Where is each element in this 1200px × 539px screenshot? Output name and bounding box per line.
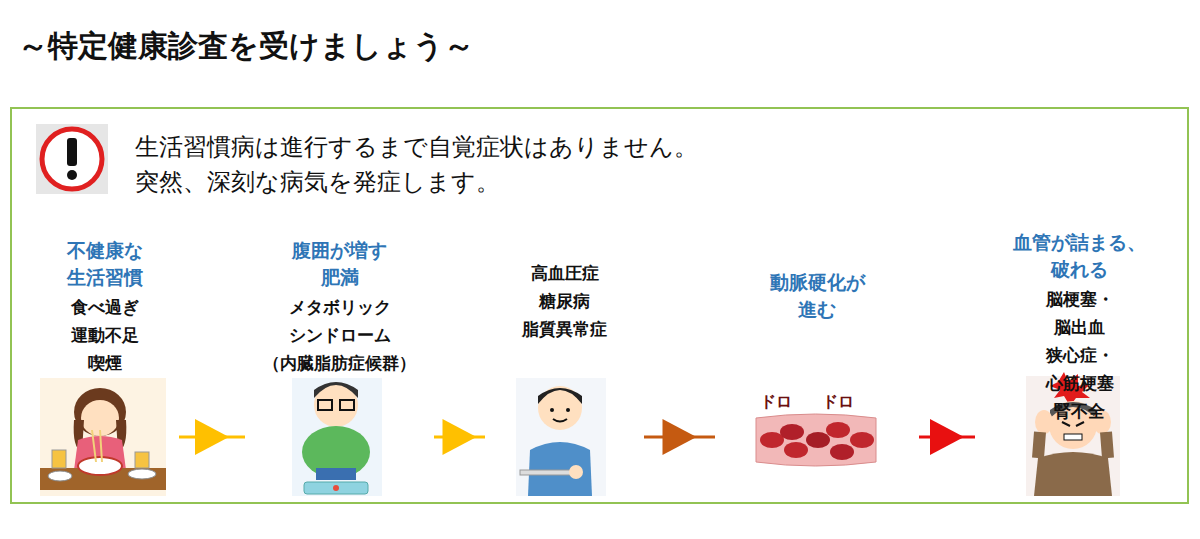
stage-column: 血管が詰まる、 破れる脳梗塞・脳出血 狭心症・心筋梗塞 腎不全 bbox=[977, 227, 1182, 499]
flow-arrow bbox=[919, 419, 975, 455]
page-title: ～特定健康診査を受けましょう～ bbox=[18, 26, 474, 67]
vessel-label: ドロ bbox=[822, 392, 854, 413]
blood-vessel-figure bbox=[756, 414, 876, 466]
outer-panel: 生活習慣病は進行するまで自覚症状はありません。突然、深刻な病気を発症します。不健… bbox=[10, 107, 1189, 504]
eating-figure bbox=[40, 378, 166, 496]
flow-arrow bbox=[644, 419, 715, 455]
flow-arrow bbox=[434, 419, 485, 455]
arrow-head bbox=[195, 419, 229, 455]
stage-heading: 血管が詰まる、 破れる bbox=[1013, 229, 1146, 283]
stage-heading: 腹囲が増す 肥満 bbox=[292, 237, 387, 291]
warning-text: 突然、深刻な病気を発症します。 bbox=[135, 166, 500, 198]
man-figure bbox=[516, 378, 606, 496]
stage-column: 不健康な 生活習慣食べ過ぎ 運動不足 喫煙 bbox=[32, 227, 177, 499]
vessel-label: ドロ bbox=[760, 392, 792, 413]
stage-heading: 不健康な 生活習慣 bbox=[67, 237, 143, 291]
stage-heading: 動脈硬化が 進む bbox=[770, 269, 865, 323]
stage-column: 腹囲が増す 肥満メタボリック シンドローム （内臓脂肪症候群） bbox=[247, 227, 432, 499]
flow-arrow bbox=[179, 419, 245, 455]
warning-icon bbox=[36, 124, 108, 194]
stage-body: 高血圧症 糖尿病 脂質異常症 bbox=[522, 259, 607, 343]
arrow-head bbox=[663, 419, 697, 455]
arrow-head bbox=[930, 419, 964, 455]
stage-body: メタボリック シンドローム （内臓脂肪症候群） bbox=[263, 293, 416, 377]
stage-column: 動脈硬化が 進む bbox=[717, 227, 917, 499]
stage-body: 脳梗塞・脳出血 狭心症・心筋梗塞 腎不全 bbox=[1046, 285, 1114, 425]
warning-text: 生活習慣病は進行するまで自覚症状はありません。 bbox=[135, 131, 698, 163]
stage-column: 高血圧症 糖尿病 脂質異常症 bbox=[487, 227, 642, 499]
arrow-head bbox=[443, 419, 477, 455]
obese-man-figure bbox=[292, 378, 382, 496]
stage-body: 食べ過ぎ 運動不足 喫煙 bbox=[71, 293, 139, 377]
